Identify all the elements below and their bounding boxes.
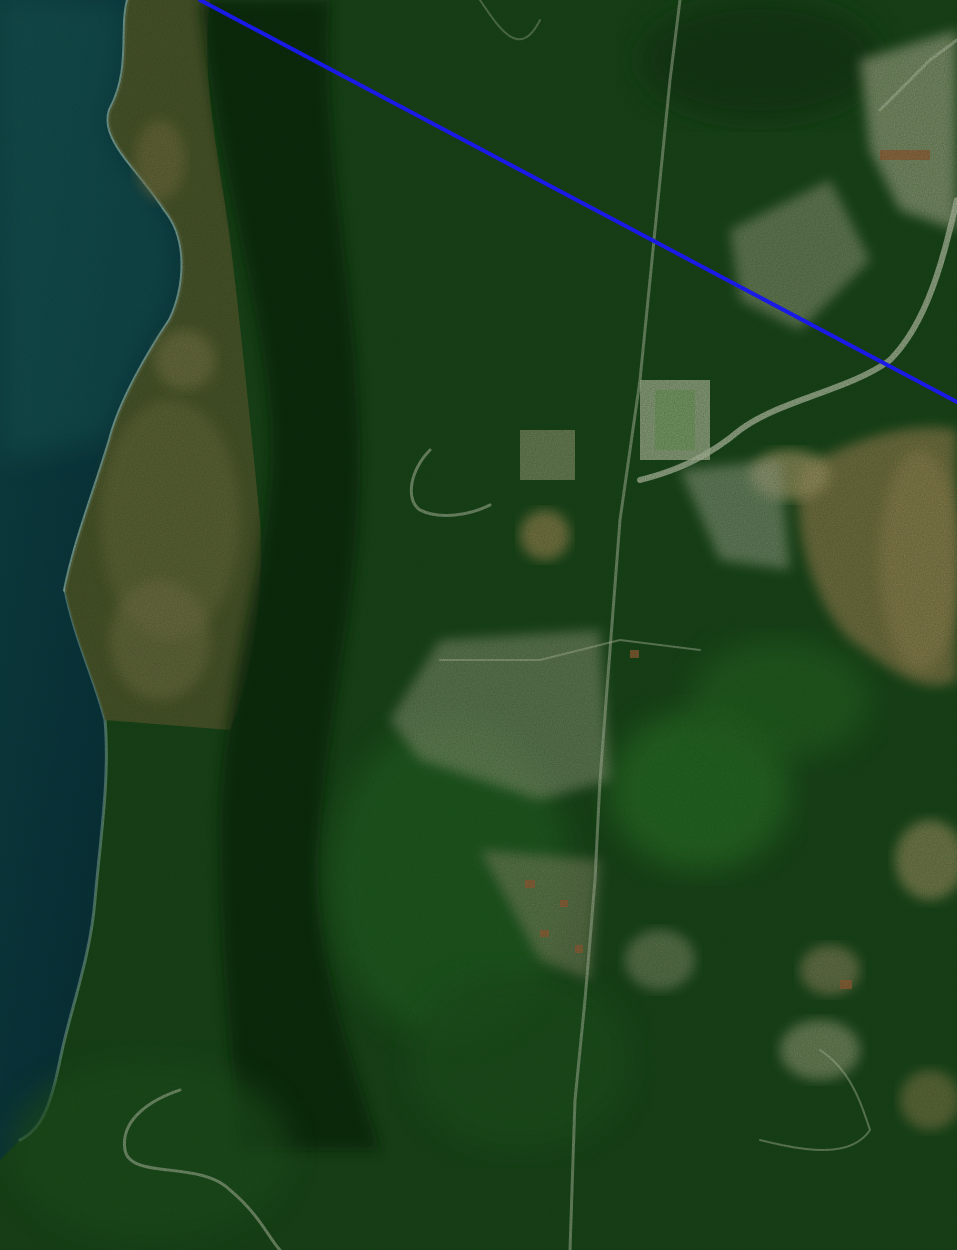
route-line[interactable] (198, 0, 957, 404)
